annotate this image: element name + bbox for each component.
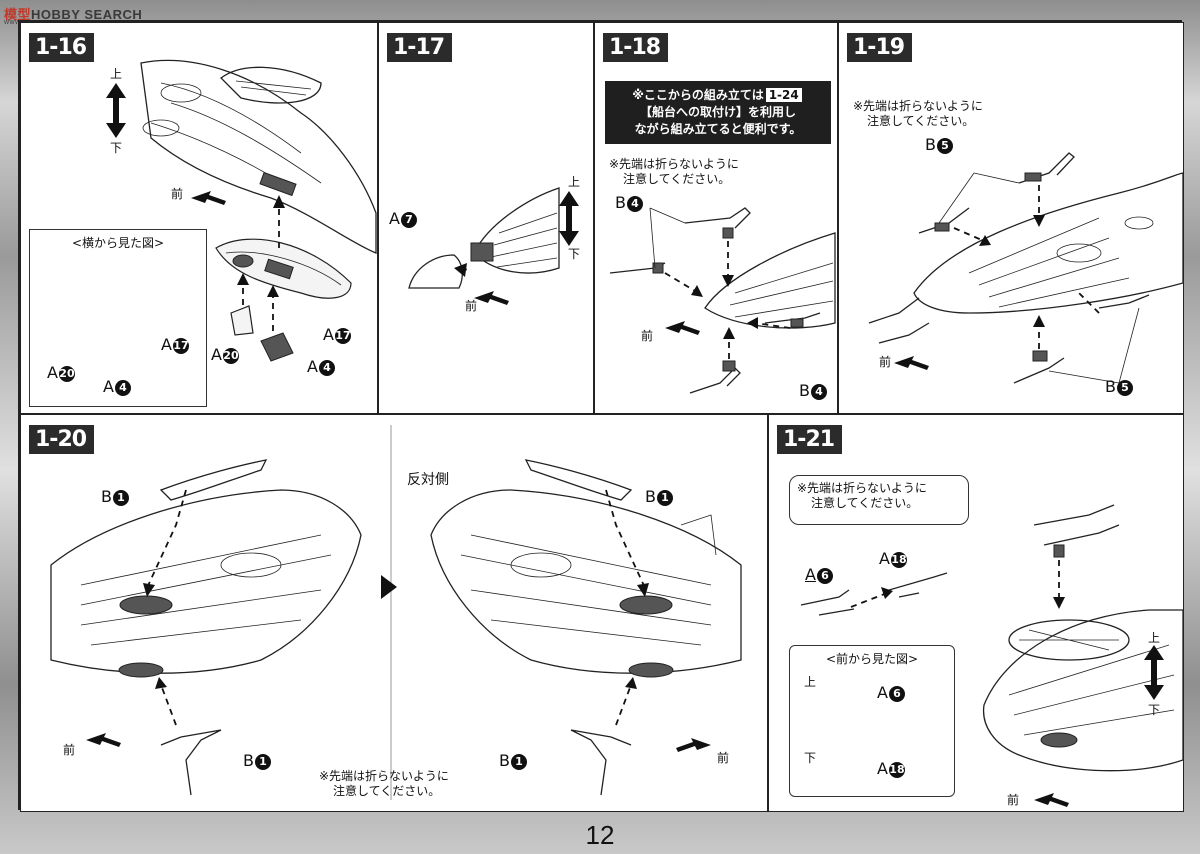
- side-view-inset: <横から見た図>: [29, 229, 207, 407]
- front-label-left: 前: [63, 743, 76, 757]
- down-label-2: 下: [1147, 703, 1160, 717]
- step-1-17-diagram: [408, 187, 579, 305]
- step-1-19-diagram: [868, 152, 1183, 384]
- step-number: 1-18: [603, 33, 669, 62]
- front-label: 前: [171, 187, 184, 201]
- step-number: 1-20: [29, 425, 95, 454]
- down-label: 下: [567, 247, 580, 261]
- front-label: 前: [879, 355, 892, 369]
- page-number: 12: [585, 820, 615, 850]
- caution-callout: [789, 475, 969, 525]
- part-label-a20: A20: [211, 345, 239, 364]
- front-label: 前: [465, 299, 478, 313]
- front-label: 前: [641, 329, 654, 343]
- watermark-brand-search: SEARCH: [84, 7, 143, 22]
- up-label: 上: [803, 675, 816, 689]
- caution-note: ※先端は折らないように 注意してください。: [853, 99, 983, 128]
- opposite-side-label: 反対側: [407, 472, 449, 488]
- watermark-brand-hobby: HOBBY: [31, 7, 81, 22]
- step-number: 1-19: [847, 33, 913, 62]
- step-1-18-diagram: [609, 207, 836, 394]
- part-label-a18: A18: [879, 549, 907, 568]
- part-label-a17: A17: [323, 325, 351, 344]
- inset-title: <前から見た図>: [825, 652, 919, 666]
- part-label-a17-inset: A17: [161, 335, 189, 354]
- step-number: 1-16: [29, 33, 95, 62]
- front-label: 前: [1007, 793, 1020, 807]
- caution-note: ※先端は折らないように 注意してください。: [609, 157, 739, 186]
- caution-note: ※先端は折らないように 注意してください。: [319, 769, 449, 798]
- step-1-20-diagram: [50, 425, 742, 800]
- down-label: 下: [109, 141, 122, 155]
- up-label: 上: [109, 67, 122, 81]
- watermark-brand-cn: 模型: [4, 7, 32, 22]
- step-number: 1-17: [387, 33, 453, 62]
- front-view-inset: <前から見た図>: [789, 645, 955, 797]
- up-label: 上: [567, 175, 580, 189]
- front-label-right: 前: [717, 751, 730, 765]
- caution-note: ※先端は折らないように 注意してください。: [797, 481, 927, 510]
- down-label: 下: [803, 751, 816, 765]
- part-label-a20-inset: A20: [47, 363, 75, 382]
- part-label-a18-inset: A18: [877, 759, 905, 778]
- panel-step-1-21: 1-21 ※先端は折らないように 注意してください。 <前から見た図> 上 下 …: [768, 414, 1184, 812]
- step-number: 1-21: [777, 425, 843, 454]
- up-label-2: 上: [1147, 631, 1160, 645]
- inset-title: <横から見た図>: [71, 236, 165, 250]
